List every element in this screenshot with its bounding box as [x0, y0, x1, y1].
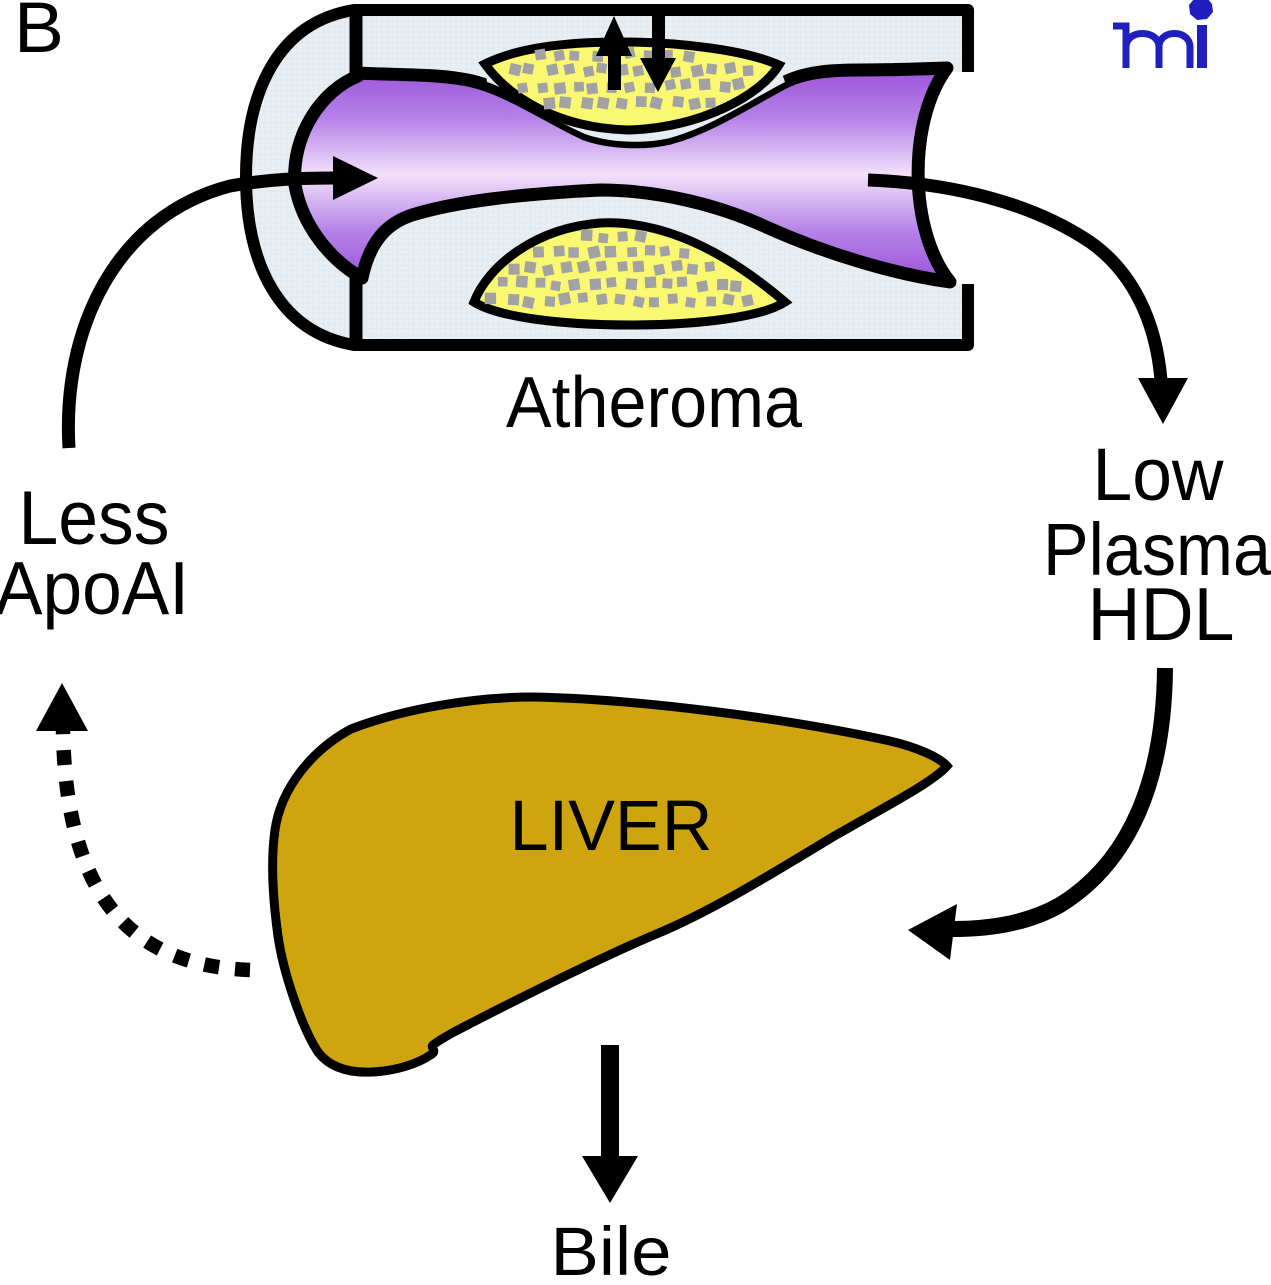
svg-text:Bile: Bile	[551, 1213, 672, 1280]
svg-text:Atheroma: Atheroma	[506, 363, 803, 443]
svg-text:HDL: HDL	[1088, 572, 1235, 656]
svg-text:Low: Low	[1093, 433, 1225, 516]
svg-text:B: B	[14, 0, 64, 68]
svg-text:Less: Less	[19, 476, 170, 561]
svg-text:LIVER: LIVER	[510, 787, 713, 866]
svg-text:ApoAI: ApoAI	[0, 546, 189, 630]
svg-text:Plasma: Plasma	[1043, 508, 1271, 591]
